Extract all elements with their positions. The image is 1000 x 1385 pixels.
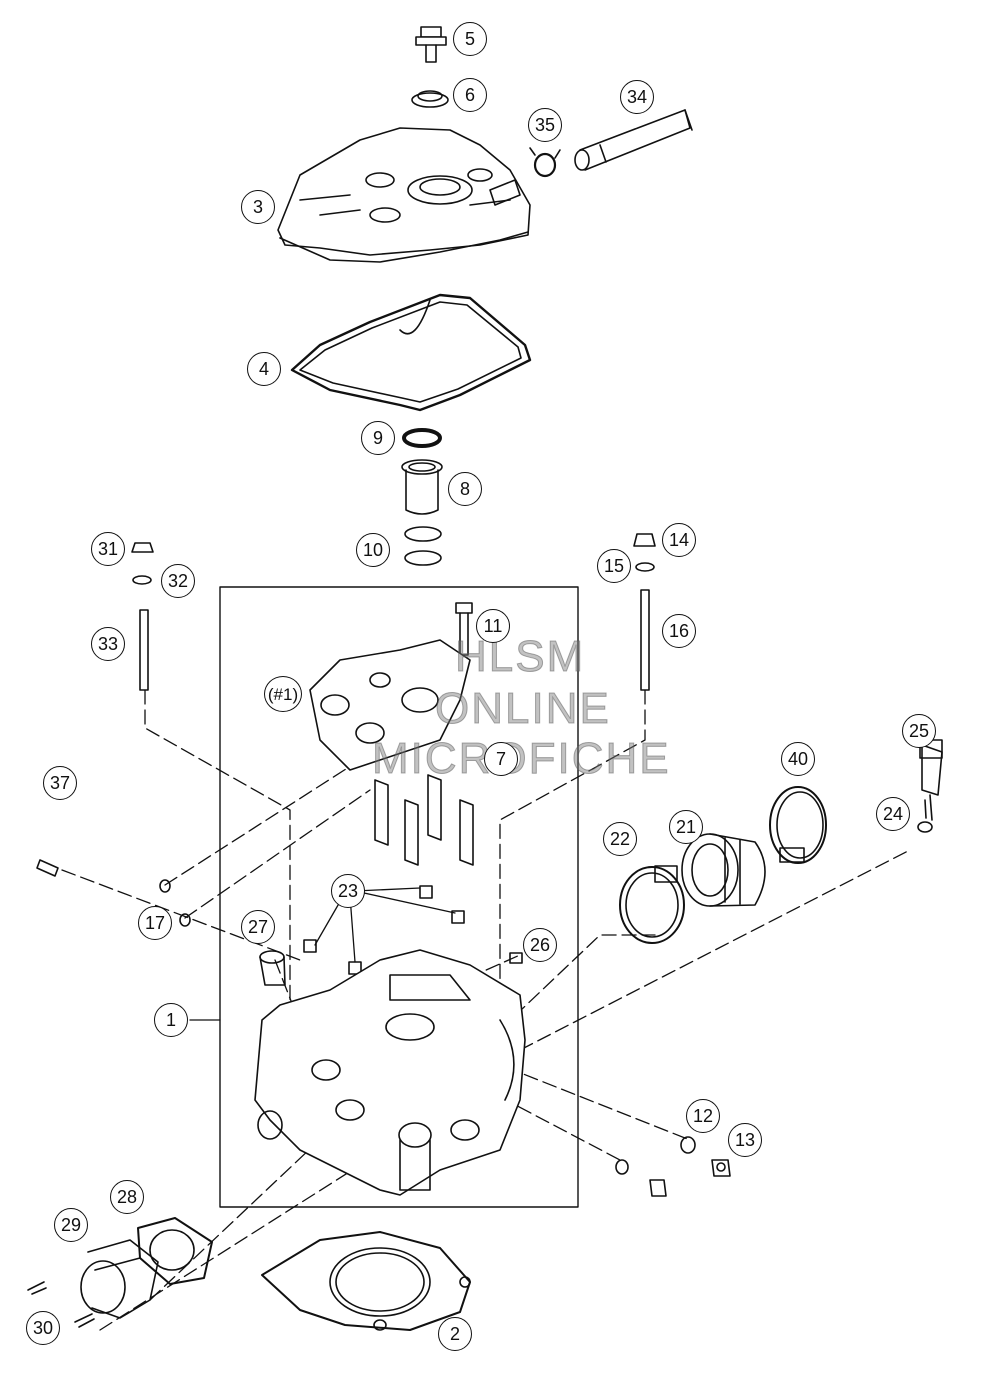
watermark-line-2: ONLINE [435, 684, 611, 734]
cylinder-head-group-frame [219, 586, 579, 1208]
part-30-bolts [27, 1281, 95, 1328]
part-32-washer [132, 575, 152, 585]
part-23-dowels [303, 885, 465, 975]
part-11-bolt [455, 602, 473, 656]
callout-29[interactable]: 29 [54, 1208, 88, 1242]
callout-14[interactable]: 14 [662, 523, 696, 557]
part-40-clamp [769, 786, 827, 864]
callout-22[interactable]: 22 [603, 822, 637, 856]
callout-34[interactable]: 34 [620, 80, 654, 114]
camshaft-carrier [309, 639, 471, 771]
part-2-head-gasket [261, 1231, 471, 1331]
callout-6[interactable]: 6 [453, 78, 487, 112]
part-10-orings [404, 526, 442, 566]
callout-2[interactable]: 2 [438, 1317, 472, 1351]
washer-and-plug [615, 1159, 667, 1197]
callout-4[interactable]: 4 [247, 352, 281, 386]
part-35-clamp [529, 147, 561, 178]
part-12-washer [680, 1136, 696, 1154]
part-3-valve-cover [277, 127, 531, 263]
part-4-gasket [290, 293, 532, 412]
part-5-bolt [415, 26, 447, 63]
part-31-nut [131, 542, 154, 553]
part-28-gasket [137, 1217, 213, 1285]
part-29-exhaust-flange [80, 1239, 159, 1319]
callout-28[interactable]: 28 [110, 1180, 144, 1214]
part-14-nut [633, 533, 656, 547]
part-33-stud [139, 609, 149, 691]
part-24-washer [917, 821, 933, 833]
callout-33[interactable]: 33 [91, 627, 125, 661]
callout-17[interactable]: 17 [138, 906, 172, 940]
callout-3[interactable]: 3 [241, 190, 275, 224]
callout-27[interactable]: 27 [241, 910, 275, 944]
callout-23[interactable]: 23 [331, 874, 365, 908]
part-21-intake-boot [681, 833, 766, 907]
callout-21[interactable]: 21 [669, 810, 703, 844]
part-25-temperature-sensor [919, 739, 943, 821]
callout-16[interactable]: 16 [662, 614, 696, 648]
callout-35[interactable]: 35 [528, 108, 562, 142]
callout-40[interactable]: 40 [781, 742, 815, 776]
part-8-sleeve [401, 459, 443, 515]
callout-11[interactable]: 11 [476, 609, 510, 643]
part-16-stud [640, 589, 650, 691]
callout-25[interactable]: 25 [902, 714, 936, 748]
callout-1[interactable]: 1 [154, 1003, 188, 1037]
part-1-cylinder-head [254, 949, 526, 1196]
part-37-sensor [36, 859, 59, 877]
part-22-clamp [619, 865, 685, 944]
part-15-washer [635, 562, 655, 572]
watermark-line-3: MICROFICHE [372, 734, 671, 784]
callout-5[interactable]: 5 [453, 22, 487, 56]
callout-10[interactable]: 10 [356, 533, 390, 567]
part-26-plug [509, 952, 523, 964]
callout-12[interactable]: 12 [686, 1099, 720, 1133]
part-34-hose [574, 109, 693, 171]
callout-37[interactable]: 37 [43, 766, 77, 800]
part-27-insert [259, 950, 286, 986]
callout-9[interactable]: 9 [361, 421, 395, 455]
watermark-line-1: HLSM [454, 632, 586, 682]
callout-26[interactable]: 26 [523, 928, 557, 962]
part-9-seal [402, 428, 442, 448]
callout-32[interactable]: 32 [161, 564, 195, 598]
callout-31[interactable]: 31 [91, 532, 125, 566]
callout-24[interactable]: 24 [876, 797, 910, 831]
part-17-screws [159, 879, 191, 927]
part-6-grommet [411, 90, 449, 108]
callout-13[interactable]: 13 [728, 1123, 762, 1157]
part-7-valve-guides [374, 774, 474, 866]
callout-7[interactable]: 7 [484, 742, 518, 776]
part-13-plug [711, 1159, 731, 1177]
callout-30[interactable]: 30 [26, 1311, 60, 1345]
callout-group-1[interactable]: (#1) [264, 676, 302, 712]
callout-15[interactable]: 15 [597, 549, 631, 583]
callout-8[interactable]: 8 [448, 472, 482, 506]
